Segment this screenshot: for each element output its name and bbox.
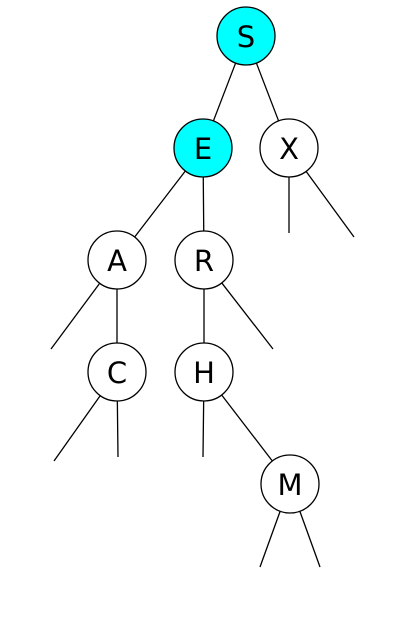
node-label-E: E <box>194 132 212 166</box>
tree-node-A: A <box>87 230 147 290</box>
node-label-H: H <box>193 356 215 390</box>
node-circle-M <box>260 454 320 514</box>
null-link-H-left <box>202 400 205 458</box>
tree-node-H: H <box>174 342 234 402</box>
node-circle-E <box>173 118 233 178</box>
tree-node-M: M <box>260 454 320 514</box>
edge-E-A <box>134 170 186 238</box>
node-label-R: R <box>194 244 214 278</box>
node-circle-S <box>216 6 276 66</box>
edge-H-M <box>221 394 273 462</box>
null-link-R-right <box>221 282 274 350</box>
null-link-A-left <box>50 282 101 350</box>
null-link-M-right <box>299 511 321 568</box>
node-circle-A <box>87 230 147 290</box>
null-link-C-left <box>53 395 101 462</box>
tree-node-X: X <box>259 118 319 178</box>
node-label-S: S <box>237 20 255 54</box>
node-label-M: M <box>277 468 302 502</box>
node-label-X: X <box>279 132 299 166</box>
node-circle-R <box>174 230 234 290</box>
null-link-X-right <box>305 171 355 238</box>
edge-S-X <box>255 62 280 122</box>
edges-layer <box>116 62 280 462</box>
tree-node-E: E <box>173 118 233 178</box>
node-circle-C <box>87 342 147 402</box>
null-link-C-right <box>116 400 119 458</box>
tree-node-R: R <box>174 230 234 290</box>
tree-node-S: S <box>216 6 276 66</box>
tree-node-C: C <box>87 342 147 402</box>
null-link-M-left <box>259 511 281 568</box>
null-links-layer <box>50 171 355 568</box>
edge-S-E <box>212 62 237 122</box>
nodes-layer: S E X A R C H M <box>87 6 320 514</box>
node-circle-H <box>174 342 234 402</box>
node-circle-X <box>259 118 319 178</box>
node-label-A: A <box>107 244 127 278</box>
node-label-C: C <box>107 356 127 390</box>
